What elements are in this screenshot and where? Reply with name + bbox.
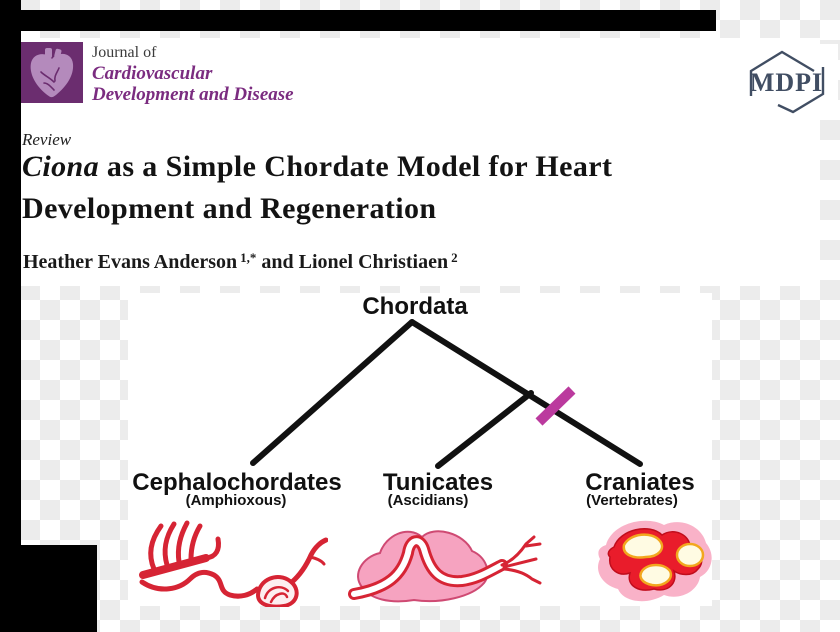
common-name-ascidians: (Ascidians) <box>387 492 469 509</box>
clade-label-craniates: Craniates <box>585 469 695 496</box>
heart-logo-icon <box>30 48 74 98</box>
background-left-strip <box>0 0 21 632</box>
journal-name-block: Journal of Cardiovascular Development an… <box>92 42 294 105</box>
author-1: Heather Evans Anderson <box>23 251 238 273</box>
background-top-bar <box>21 10 716 31</box>
authors-joiner: and <box>261 251 294 273</box>
figure-root-label: Chordata <box>362 293 468 320</box>
journal-name-line1: Cardiovascular <box>92 63 213 84</box>
branch-cephalochordates <box>250 319 415 466</box>
ascidian-larva-illustration <box>348 530 542 603</box>
phylogeny-figure-panel: Chordata Cephalochordates Tunicates Cran… <box>128 293 712 607</box>
article-title-line2: Development and Regeneration <box>22 192 437 225</box>
clade-label-tunicates: Tunicates <box>382 469 494 496</box>
branch-craniates <box>409 319 643 467</box>
hybrid-slash-mark <box>535 386 576 426</box>
title-line1-rest: as a Simple Chordate Model for Heart <box>99 150 613 183</box>
journal-name-line2: Development and Disease <box>92 84 294 105</box>
mdpi-hexagon-icon <box>749 50 825 114</box>
clade-label-cephalochordates: Cephalochordates <box>132 469 342 496</box>
title-species-italic: Ciona <box>22 150 100 183</box>
mdpi-wordmark: MDPI <box>749 68 824 97</box>
article-type-label: Review <box>22 130 72 149</box>
vertebrate-heart-illustration <box>598 520 712 602</box>
common-name-amphioxous: (Amphioxous) <box>185 492 287 509</box>
journal-name-prefix: Journal of <box>92 44 157 61</box>
article-title-line1: Ciona as a Simple Chordate Model for Hea… <box>22 150 612 184</box>
author-2-affiliation: 2 <box>451 250 458 265</box>
phylogenetic-tree-branches <box>250 319 643 469</box>
author-1-affiliation: 1,* <box>240 250 257 265</box>
amphioxus-illustration <box>139 520 328 607</box>
author-2: Lionel Christiaen <box>298 251 449 273</box>
branch-tunicates <box>435 390 534 469</box>
journal-logo <box>21 42 83 103</box>
publisher-logo: MDPI <box>735 44 838 118</box>
background-bottom-left-block <box>0 545 97 632</box>
paper-header-panel: Journal of Cardiovascular Development an… <box>21 38 820 286</box>
common-name-vertebrates: (Vertebrates) <box>586 492 678 509</box>
